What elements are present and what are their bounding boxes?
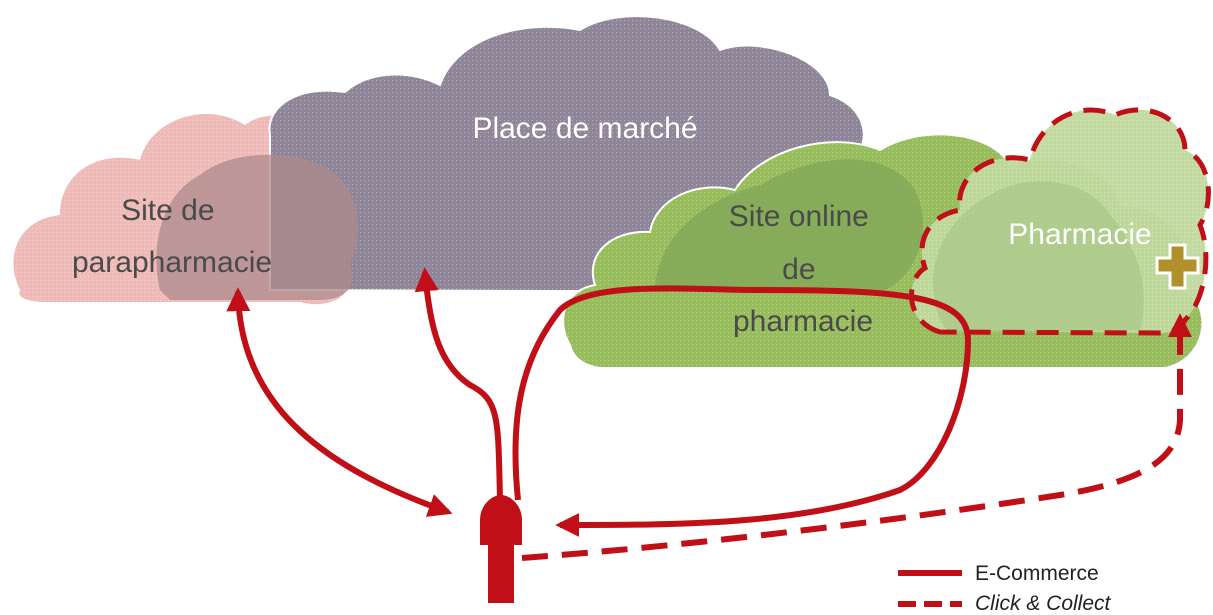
pharmacy-dashed-outline (909, 107, 1211, 336)
label-online-pharmacy: Site online de pharmacie (729, 200, 877, 338)
user-icon (480, 495, 522, 603)
label-parapharmacie-line-1: Site de (121, 194, 214, 227)
label-marketplace: Place de marché (472, 112, 697, 145)
flow-to-marketplace (414, 267, 503, 501)
label-parapharmacie: Site de parapharmacie (72, 194, 272, 279)
label-pharmacy: Pharmacie (1008, 218, 1151, 251)
cloud-overlap (156, 154, 359, 300)
legend-click-collect: Click & Collect (975, 592, 1112, 615)
cloud-pharmacy (909, 107, 1211, 336)
click-collect-flow (521, 313, 1192, 561)
legend-ecommerce: E-Commerce (975, 562, 1099, 585)
label-online-pharmacy-line-1: Site online (729, 200, 869, 233)
pharmacy-cross-icon (1155, 243, 1200, 290)
legend: E-Commerce Click & Collect (898, 562, 1112, 615)
label-parapharmacie-line-2: parapharmacie (72, 246, 272, 279)
label-online-pharmacy-line-3: pharmacie (733, 305, 873, 338)
label-online-pharmacy-line-2: de (782, 253, 815, 286)
flow-to-parapharmacie (226, 287, 453, 517)
ecommerce-flows (226, 267, 972, 537)
flow-to-online-pharmacy (512, 285, 972, 537)
